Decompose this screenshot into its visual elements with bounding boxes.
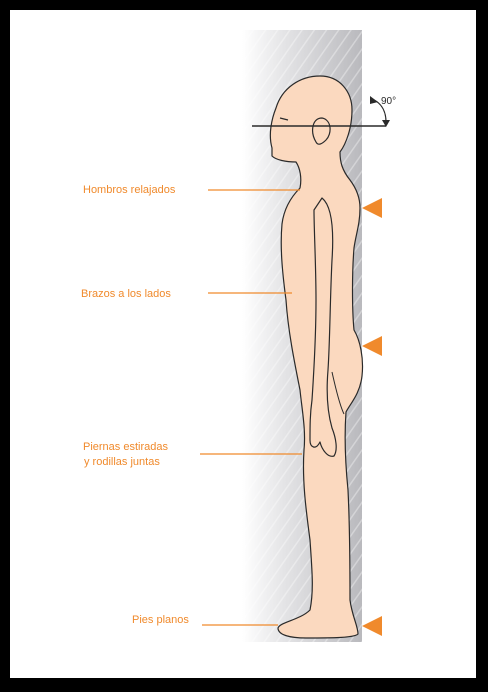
angle-label: 90° (381, 96, 396, 107)
label-legs-line2: y rodillas juntas (84, 456, 160, 468)
posture-figure: 90° Hombros relajados Brazos a los lados… (10, 10, 476, 678)
label-feet: Pies planos (132, 614, 189, 626)
label-arms: Brazos a los lados (81, 288, 171, 300)
illustration-frame: 90° Hombros relajados Brazos a los lados… (10, 10, 476, 678)
triangle-marker-icon (362, 336, 382, 356)
triangle-marker-icon (362, 616, 382, 636)
label-shoulders: Hombros relajados (83, 184, 176, 196)
triangle-marker-icon (362, 198, 382, 218)
label-legs-line1: Piernas estiradas (83, 441, 168, 453)
